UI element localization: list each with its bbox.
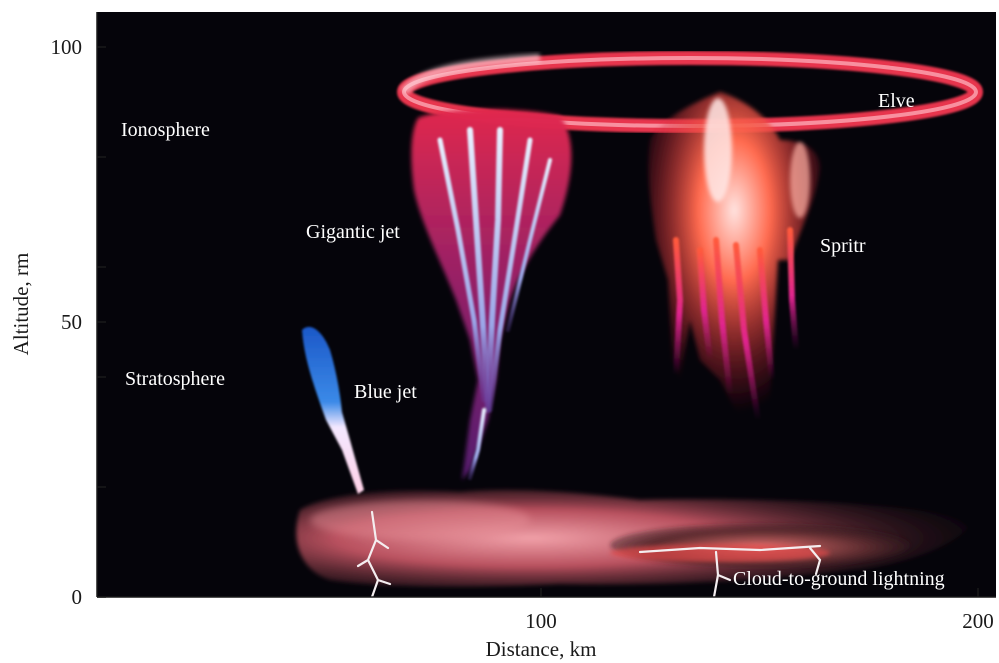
gigantic-jet-label: Gigantic jet [306, 221, 400, 243]
y-tick-label-0: 0 [72, 585, 83, 609]
x-tick-label-200: 200 [962, 609, 994, 633]
y-tick-label-50: 50 [61, 310, 82, 334]
stratosphere-label: Stratosphere [125, 368, 225, 390]
y-axis-title: Altitude, rm [9, 253, 33, 356]
y-tick-label-100: 100 [51, 35, 83, 59]
cloud-to-ground-lightning-label: Cloud-to-ground lightning [733, 568, 945, 590]
sprite-label: Spritr [820, 235, 866, 257]
x-tick-label-100: 100 [525, 609, 557, 633]
ionosphere-label: Ionosphere [121, 119, 210, 141]
blue-jet-label: Blue jet [354, 381, 417, 403]
x-axis-title: Distance, km [486, 637, 597, 661]
elve-label: Elve [878, 90, 915, 112]
